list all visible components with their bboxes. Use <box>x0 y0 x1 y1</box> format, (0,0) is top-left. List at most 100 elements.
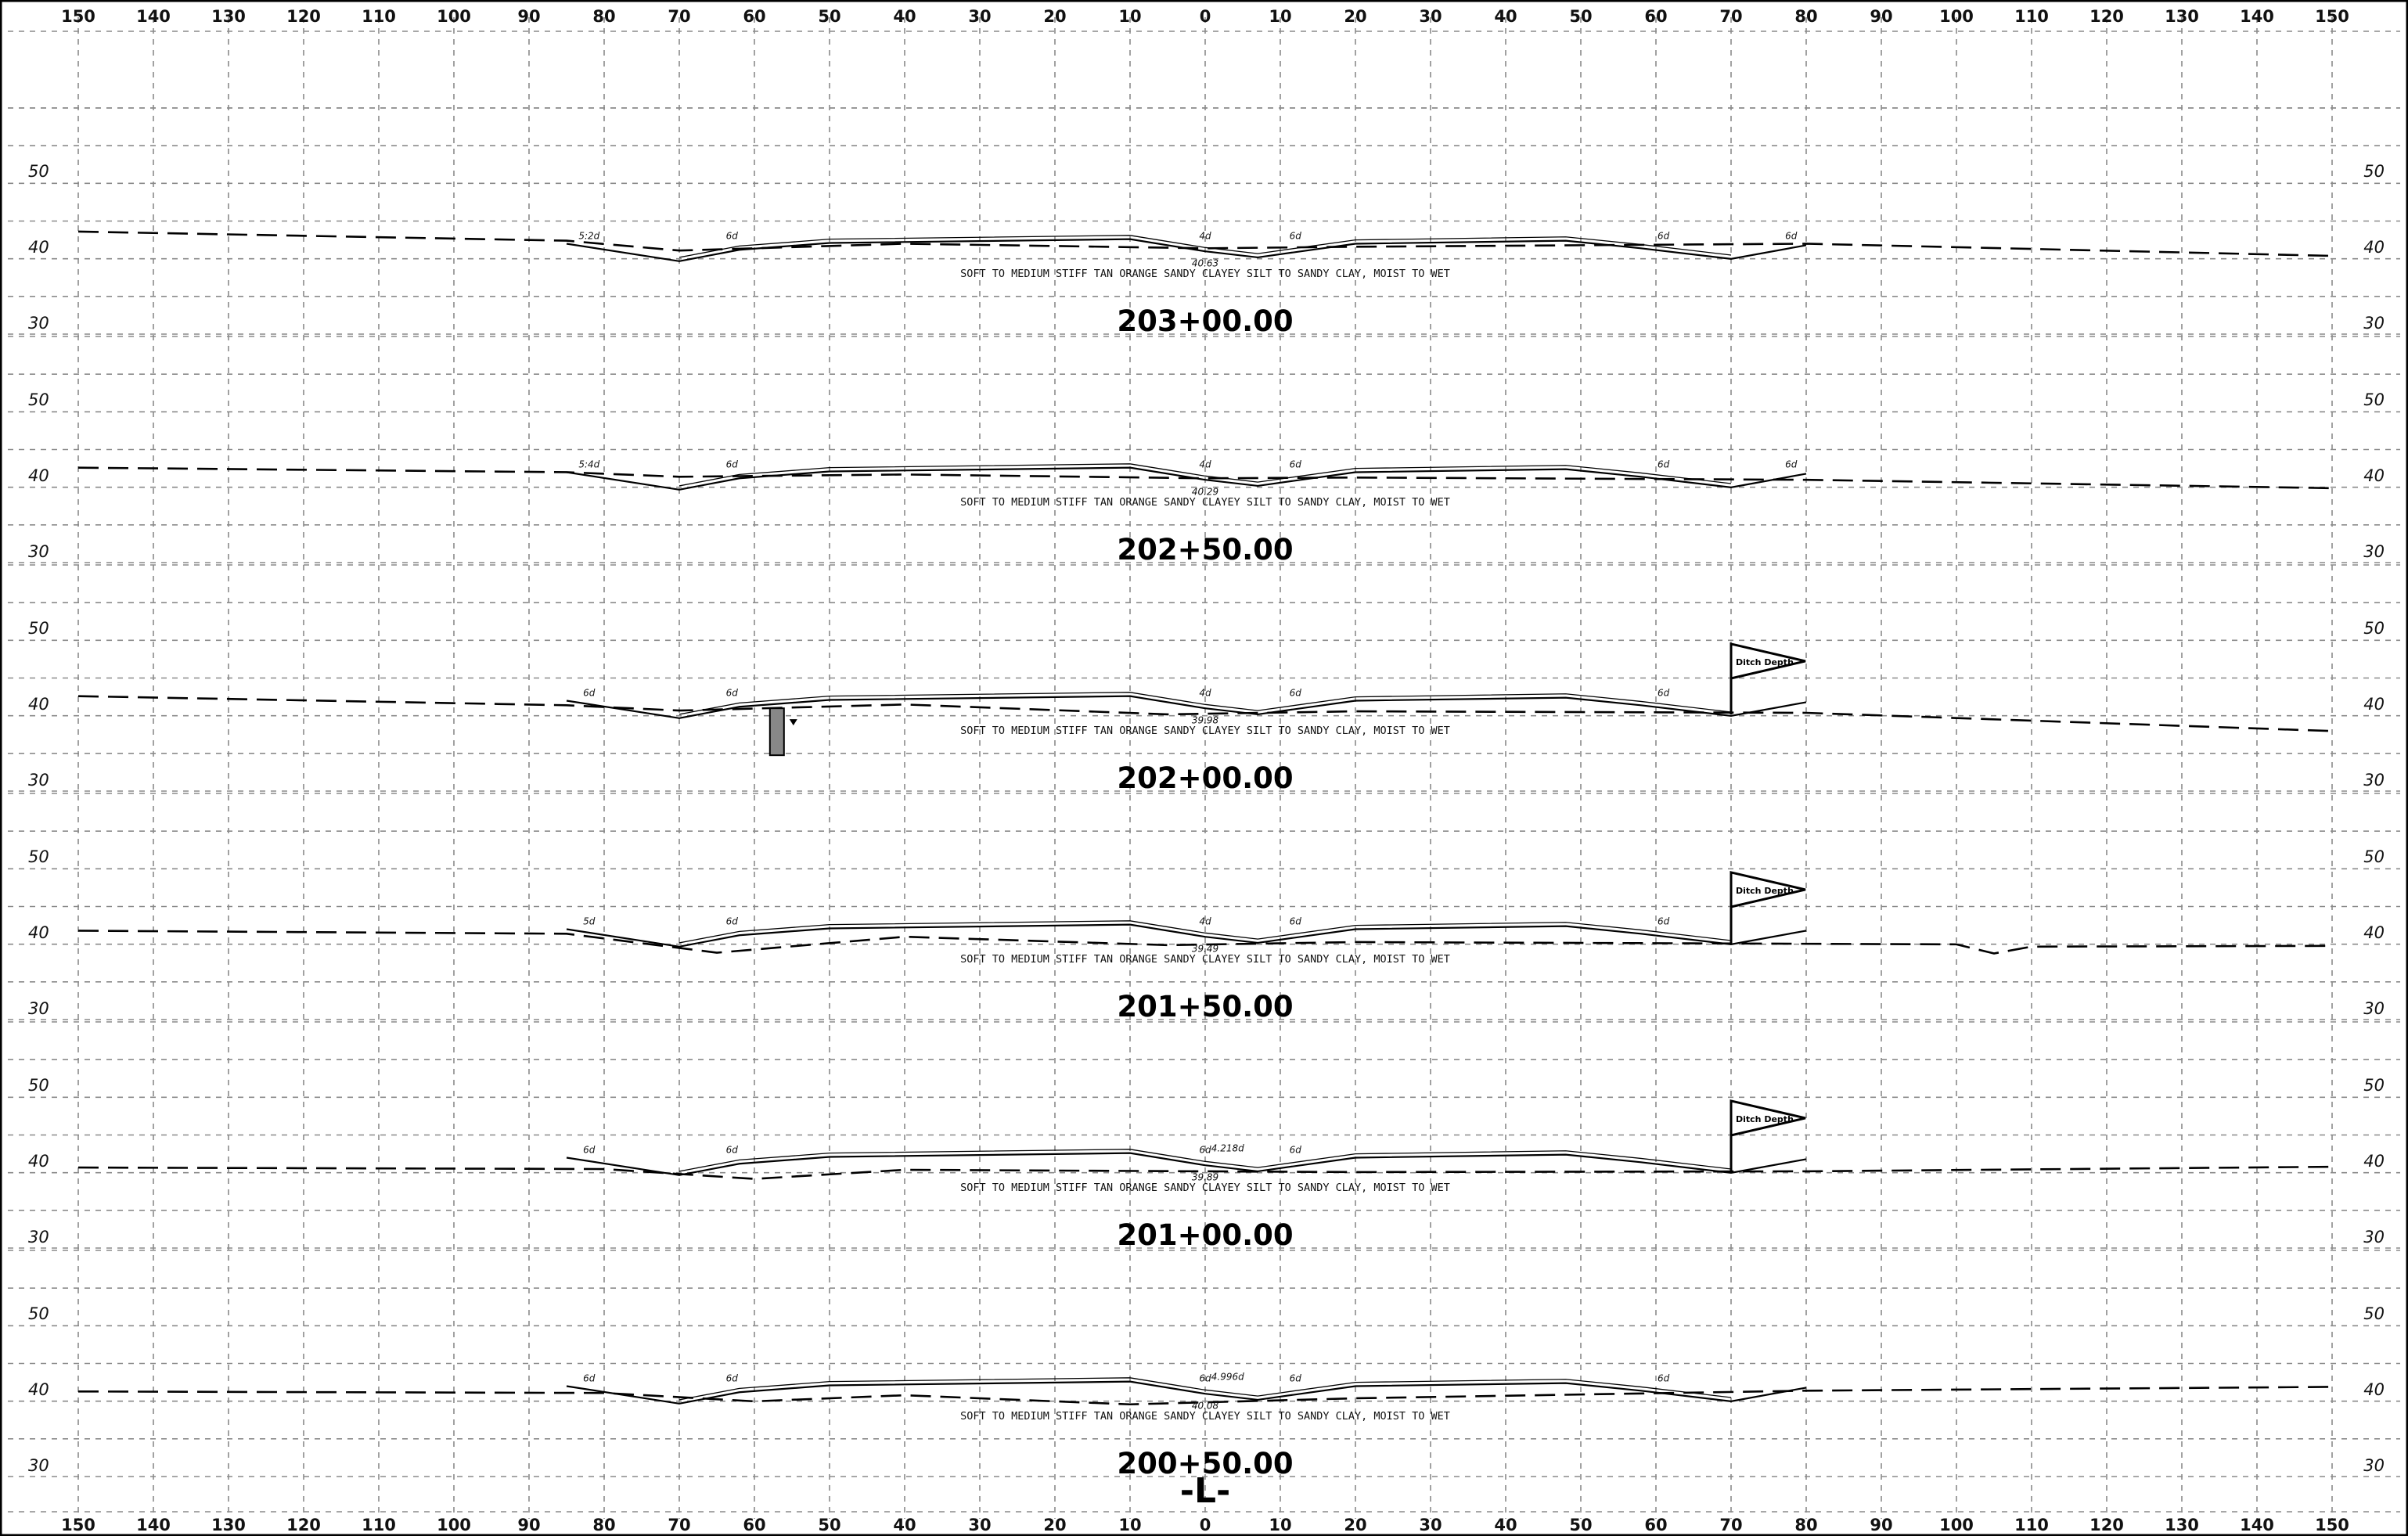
centerline-elevation: 40.29 <box>1192 487 1218 498</box>
centerline-elevation: 39.49 <box>1192 944 1218 955</box>
bottom-axis-tick-label: 80 <box>1794 1516 1817 1534</box>
bottom-axis-tick-label: 100 <box>437 1516 471 1534</box>
elevation-label-left: 30 <box>28 999 49 1018</box>
top-axis-tick-label: 110 <box>362 7 396 26</box>
elevation-label-left: 50 <box>28 390 49 409</box>
soil-description: SOFT TO MEDIUM STIFF TAN ORANGE SANDY CL… <box>960 268 1450 280</box>
top-axis-tick-label: 100 <box>437 7 471 26</box>
proposed-template-line <box>566 238 1807 262</box>
elevation-label-left: 30 <box>28 542 49 561</box>
elevation-label-left: 40 <box>28 923 49 942</box>
bottom-axis-tick-label: 90 <box>517 1516 540 1534</box>
elevation-label-left: 50 <box>28 1304 49 1323</box>
top-axis-tick-label: 60 <box>1644 7 1667 26</box>
top-axis-tick-label: 20 <box>1344 7 1366 26</box>
top-axis-tick-label: 150 <box>61 7 95 26</box>
slope-label: 6d <box>726 459 739 470</box>
elevation-label-left: 50 <box>28 162 49 181</box>
proposed-template-line <box>566 1152 1807 1176</box>
top-axis-tick-label: 0 <box>1200 7 1211 26</box>
ditch-depth-flag: Ditch Depth <box>1730 642 1806 714</box>
bottom-axis-tick-label: 50 <box>818 1516 840 1534</box>
elevation-label-right: 50 <box>2363 162 2385 181</box>
centerline-label: -L- <box>1180 1471 1231 1511</box>
top-axis-tick-label: 120 <box>2089 7 2124 26</box>
slope-label: 6d <box>1290 1373 1302 1384</box>
existing-ground-line <box>77 466 2333 490</box>
existing-ground-line <box>77 1386 2333 1406</box>
soil-description: SOFT TO MEDIUM STIFF TAN ORANGE SANDY CL… <box>960 1182 1450 1194</box>
slope-label: 6d <box>1290 688 1302 699</box>
bottom-axis-tick-label: 30 <box>1419 1516 1442 1534</box>
top-axis-tick-label: 120 <box>286 7 321 26</box>
top-axis-tick-label: 140 <box>136 7 171 26</box>
top-axis-tick-label: 150 <box>2315 7 2349 26</box>
proposed-template-line <box>566 466 1807 491</box>
elevation-label-right: 50 <box>2363 390 2385 409</box>
elevation-label-left: 50 <box>28 1076 49 1095</box>
bottom-axis-tick-label: 110 <box>2014 1516 2049 1534</box>
top-axis-tick-label: 130 <box>2165 7 2199 26</box>
slope-label: 6d <box>1658 916 1670 927</box>
soil-description: SOFT TO MEDIUM STIFF TAN ORANGE SANDY CL… <box>960 496 1450 509</box>
top-axis-tick-label: 40 <box>1494 7 1517 26</box>
elevation-label-left: 40 <box>28 695 49 714</box>
elevation-label-left: 30 <box>28 771 49 790</box>
slope-label: 4d <box>1199 916 1211 927</box>
elevation-label-left: 30 <box>28 314 49 333</box>
elevation-label-right: 30 <box>2363 999 2385 1018</box>
ditch-depth-label: Ditch Depth <box>1736 657 1794 667</box>
existing-ground-line <box>77 1165 2333 1180</box>
bottom-axis-tick-label: 60 <box>1644 1516 1667 1534</box>
slope-label: 6d <box>1658 459 1670 470</box>
bottom-axis-tick-label: 40 <box>893 1516 916 1534</box>
elevation-label-left: 50 <box>28 619 49 638</box>
bottom-axis-tick-label: 30 <box>968 1516 991 1534</box>
top-axis-tick-label: 80 <box>1794 7 1817 26</box>
elevation-label-right: 30 <box>2363 314 2385 333</box>
elevation-label-right: 30 <box>2363 542 2385 561</box>
centerline-elevation: 40.63 <box>1192 258 1218 269</box>
elevation-label-right: 40 <box>2363 466 2385 485</box>
ditch-depth-label: Ditch Depth <box>1736 1114 1794 1124</box>
slope-label: 6d <box>583 1373 596 1384</box>
slope-label: 6d <box>583 1145 596 1156</box>
proposed-template-line <box>566 1380 1807 1405</box>
existing-ground-line <box>77 930 2333 955</box>
top-axis-tick-label: 80 <box>592 7 615 26</box>
centerline-elevation: 39.98 <box>1192 715 1219 726</box>
ditch-depth-flag: Ditch Depth <box>1730 871 1806 943</box>
top-axis-tick-label: 130 <box>211 7 246 26</box>
centerline-elevation: 40.08 <box>1192 1401 1219 1412</box>
top-axis-tick-label: 30 <box>1419 7 1442 26</box>
elevation-label-right: 40 <box>2363 1380 2385 1399</box>
slope-label: 6d <box>726 1145 739 1156</box>
bottom-axis-tick-label: 140 <box>136 1516 171 1534</box>
bottom-axis-tick-label: 10 <box>1118 1516 1141 1534</box>
top-axis-tick-label: 110 <box>2014 7 2049 26</box>
bottom-axis-tick-label: 70 <box>668 1516 690 1534</box>
top-axis-tick-label: 70 <box>668 7 690 26</box>
elevation-label-left: 40 <box>28 238 49 257</box>
top-axis-tick-label: 50 <box>818 7 840 26</box>
bottom-axis-tick-label: 120 <box>2089 1516 2124 1534</box>
bottom-axis-tick-label: 50 <box>1569 1516 1592 1534</box>
soil-description: SOFT TO MEDIUM STIFF TAN ORANGE SANDY CL… <box>960 725 1450 737</box>
station-label: 202+00.00 <box>1117 761 1293 795</box>
bottom-axis-tick-label: 130 <box>211 1516 246 1534</box>
pavement-layer-line <box>678 1377 1732 1401</box>
elevation-label-left: 50 <box>28 847 49 866</box>
bottom-axis-tick-label: 90 <box>1870 1516 1892 1534</box>
slope-label: 6d <box>1199 1145 1211 1156</box>
elevation-label-right: 40 <box>2363 923 2385 942</box>
slope-label: 6d <box>1785 231 1798 242</box>
bottom-axis-tick-label: 150 <box>61 1516 95 1534</box>
elevation-label-left: 40 <box>28 1380 49 1399</box>
bottom-axis-tick-label: 60 <box>743 1516 765 1534</box>
